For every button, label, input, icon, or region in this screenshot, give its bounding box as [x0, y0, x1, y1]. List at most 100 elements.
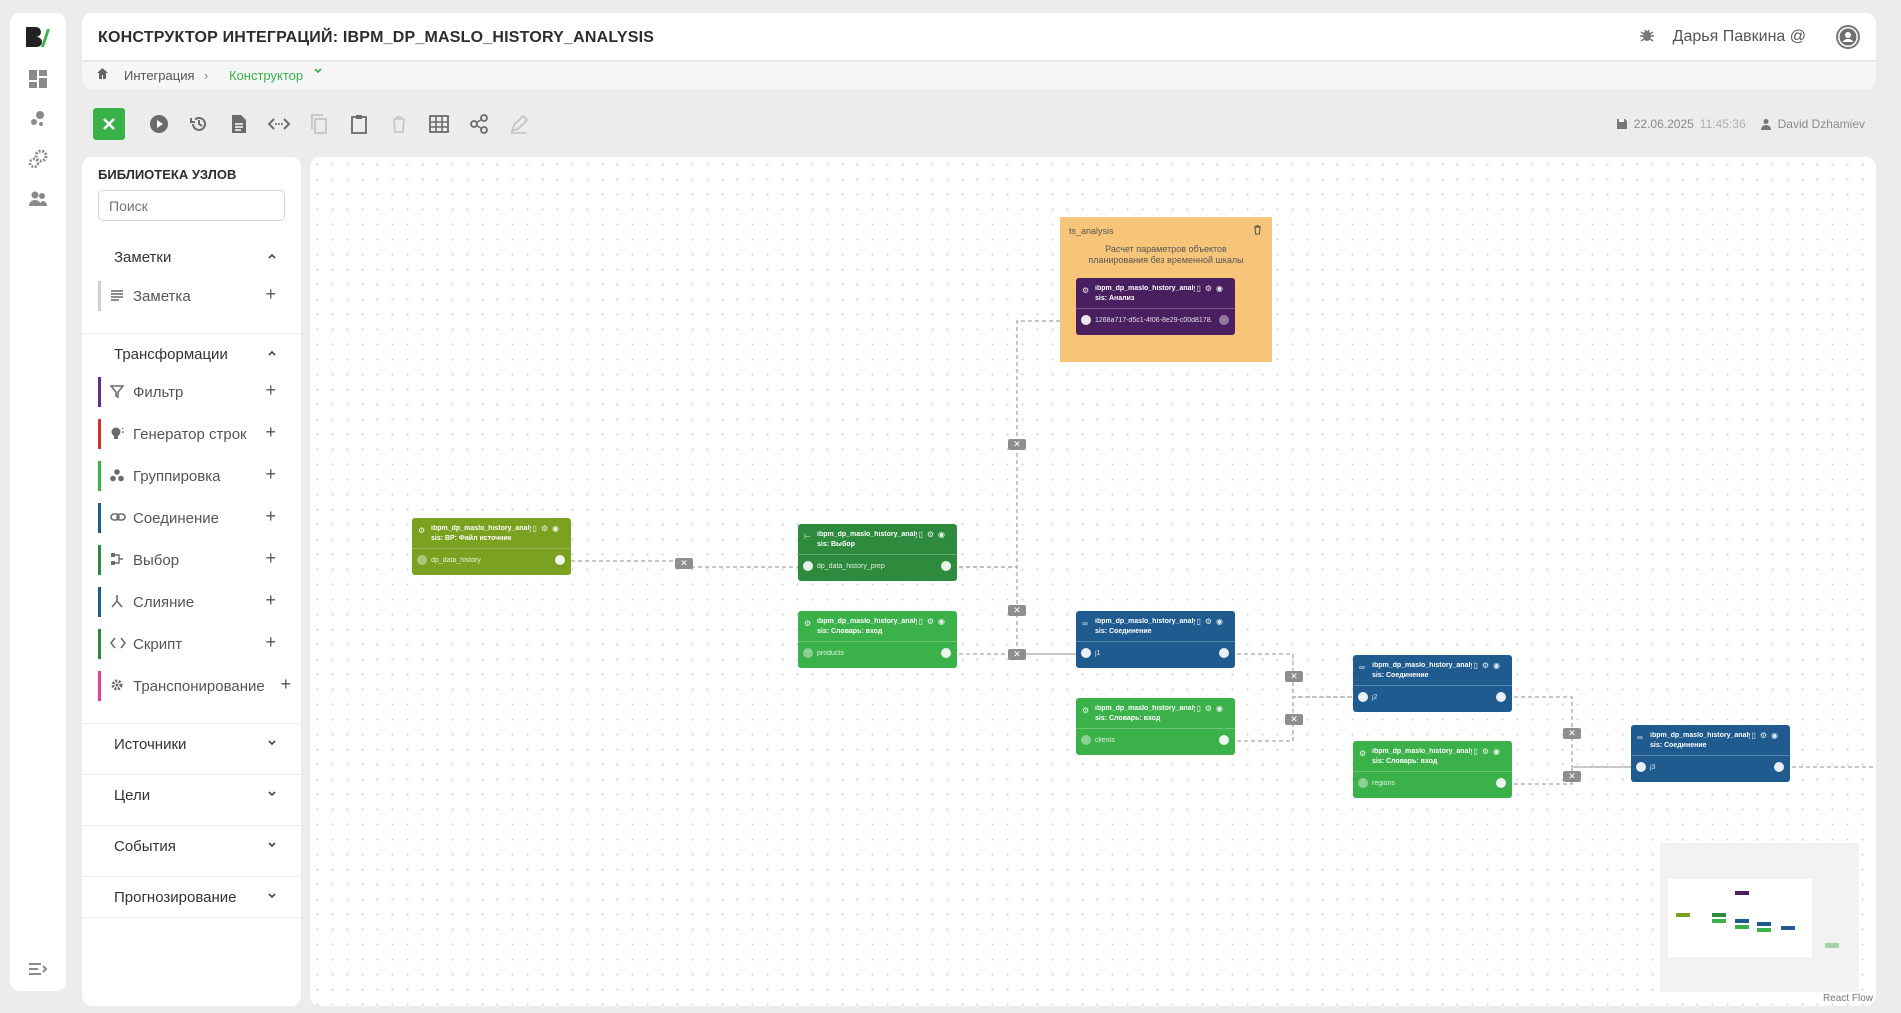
- add-icon[interactable]: +: [265, 548, 276, 568]
- breadcrumb-integration[interactable]: Интеграция: [124, 68, 195, 83]
- add-icon[interactable]: +: [280, 674, 291, 694]
- node-join-j3[interactable]: ∞ ibpm_dp_maslo_history_analy sis: Соеди…: [1631, 725, 1790, 782]
- node-join-j1[interactable]: ∞ ibpm_dp_maslo_history_analy sis: Соеди…: [1076, 611, 1235, 668]
- input-port[interactable]: [1081, 735, 1091, 745]
- node-dictionary-clients[interactable]: ⚙ ibpm_dp_maslo_history_analy sis: Слова…: [1076, 698, 1235, 755]
- expand-menu-icon[interactable]: [24, 955, 52, 983]
- edge-remove-button[interactable]: ✕: [1008, 439, 1026, 450]
- node-actions-icon[interactable]: ▯⚙◉: [532, 524, 563, 533]
- node-analysis[interactable]: ⚙ ibpm_dp_maslo_history_analy sis: Анали…: [1076, 278, 1235, 335]
- node-port: j1: [1095, 650, 1101, 657]
- library-item-merge[interactable]: Слияние +: [98, 587, 285, 617]
- chevron-down-icon[interactable]: [313, 66, 323, 76]
- history-icon[interactable]: [183, 108, 215, 140]
- section-transforms[interactable]: Трансформации: [82, 333, 301, 375]
- add-icon[interactable]: +: [265, 590, 276, 610]
- output-port[interactable]: [941, 561, 951, 571]
- node-join-j2[interactable]: ∞ ibpm_dp_maslo_history_analy sis: Соеди…: [1353, 655, 1512, 712]
- gears-icon[interactable]: [24, 145, 52, 173]
- input-port[interactable]: [1081, 648, 1091, 658]
- edge-remove-button[interactable]: ✕: [1563, 728, 1581, 739]
- node-source-file[interactable]: ⚙ ibpm_dp_maslo_history_analy sis: ВР: Ф…: [412, 518, 571, 575]
- section-notes[interactable]: Заметки: [82, 237, 301, 279]
- section-targets[interactable]: Цели: [82, 774, 301, 816]
- react-flow-attribution[interactable]: React Flow: [1822, 993, 1873, 1004]
- breadcrumb-constructor[interactable]: Конструктор: [229, 68, 304, 83]
- output-port[interactable]: [1219, 648, 1229, 658]
- edge-remove-button[interactable]: ✕: [1285, 714, 1303, 725]
- bug-icon[interactable]: [1638, 26, 1656, 44]
- node-actions-icon[interactable]: ▯⚙◉: [1751, 731, 1782, 740]
- share-icon[interactable]: [463, 108, 495, 140]
- output-port[interactable]: [1219, 315, 1229, 325]
- node-actions-icon[interactable]: ▯⚙◉: [1473, 747, 1504, 756]
- library-item-script[interactable]: Скрипт +: [98, 629, 285, 659]
- gear-icon: ⚙: [804, 619, 812, 628]
- table-icon[interactable]: [423, 108, 455, 140]
- app-logo[interactable]: [20, 23, 56, 51]
- input-port[interactable]: [803, 561, 813, 571]
- library-item-grouping[interactable]: Группировка +: [98, 461, 285, 491]
- section-events[interactable]: События: [82, 825, 301, 867]
- library-item-join[interactable]: Соединение +: [98, 503, 285, 533]
- trash-icon[interactable]: [1253, 225, 1262, 235]
- node-actions-icon[interactable]: ▯⚙◉: [1473, 661, 1504, 670]
- home-icon[interactable]: [96, 67, 109, 80]
- node-dictionary-products[interactable]: ⚙ ibpm_dp_maslo_history_analy sis: Слова…: [798, 611, 957, 668]
- edge-remove-button[interactable]: ✕: [1285, 671, 1303, 682]
- add-icon[interactable]: +: [265, 506, 276, 526]
- node-actions-icon[interactable]: ▯⚙◉: [1196, 617, 1227, 626]
- add-icon[interactable]: +: [265, 422, 276, 442]
- output-port[interactable]: [1496, 692, 1506, 702]
- node-dictionary-regions[interactable]: ⚙ ibpm_dp_maslo_history_analy sis: Слова…: [1353, 741, 1512, 798]
- input-port[interactable]: [1081, 315, 1091, 325]
- output-port[interactable]: [941, 648, 951, 658]
- input-port[interactable]: [1358, 692, 1368, 702]
- output-port[interactable]: [1774, 762, 1784, 772]
- edge-remove-button[interactable]: ✕: [675, 558, 693, 569]
- library-item-transpose[interactable]: Транспонирование +: [98, 671, 291, 701]
- paste-icon[interactable]: [343, 108, 375, 140]
- flow-canvas[interactable]: ✕ ✕ ✕ ✕ ✕ ✕ ✕ ✕ ts_analysis Расчет парам…: [310, 157, 1876, 1006]
- user-name[interactable]: Дарья Павкина @: [1672, 28, 1806, 45]
- search-input[interactable]: [98, 190, 285, 221]
- section-forecasting[interactable]: Прогнозирование: [82, 876, 301, 918]
- input-port[interactable]: [417, 555, 427, 565]
- library-item-row-generator[interactable]: Генератор строк +: [98, 419, 285, 449]
- input-port[interactable]: [1358, 778, 1368, 788]
- edge-remove-button[interactable]: ✕: [1008, 605, 1026, 616]
- avatar[interactable]: [1836, 25, 1860, 49]
- node-select[interactable]: ⊢ ibpm_dp_maslo_history_analy sis: Выбор…: [798, 524, 957, 581]
- edge-remove-button[interactable]: ✕: [1008, 649, 1026, 660]
- dashboard-icon[interactable]: [24, 65, 52, 93]
- bubbles-icon[interactable]: [24, 105, 52, 133]
- play-icon[interactable]: [143, 108, 175, 140]
- code-icon[interactable]: [263, 108, 295, 140]
- document-icon[interactable]: [223, 108, 255, 140]
- close-icon[interactable]: [93, 108, 125, 140]
- node-actions-icon[interactable]: ▯⚙◉: [918, 530, 949, 539]
- edit-icon[interactable]: [503, 108, 535, 140]
- minimap[interactable]: [1660, 843, 1859, 992]
- output-port[interactable]: [1219, 735, 1229, 745]
- library-item-label: Фильтр: [133, 384, 184, 401]
- add-icon[interactable]: +: [265, 380, 276, 400]
- output-port[interactable]: [555, 555, 565, 565]
- delete-icon[interactable]: [383, 108, 415, 140]
- node-actions-icon[interactable]: ▯⚙◉: [1196, 284, 1227, 293]
- edge-remove-button[interactable]: ✕: [1563, 771, 1581, 782]
- add-icon[interactable]: +: [265, 632, 276, 652]
- input-port[interactable]: [803, 648, 813, 658]
- library-item-note[interactable]: Заметка +: [98, 281, 285, 311]
- output-port[interactable]: [1496, 778, 1506, 788]
- library-item-filter[interactable]: Фильтр +: [98, 377, 285, 407]
- input-port[interactable]: [1636, 762, 1646, 772]
- section-sources[interactable]: Источники: [82, 723, 301, 765]
- users-icon[interactable]: [24, 185, 52, 213]
- node-actions-icon[interactable]: ▯⚙◉: [1196, 704, 1227, 713]
- library-item-select[interactable]: Выбор +: [98, 545, 285, 575]
- add-icon[interactable]: +: [265, 284, 276, 304]
- copy-icon[interactable]: [303, 108, 335, 140]
- node-actions-icon[interactable]: ▯⚙◉: [918, 617, 949, 626]
- add-icon[interactable]: +: [265, 464, 276, 484]
